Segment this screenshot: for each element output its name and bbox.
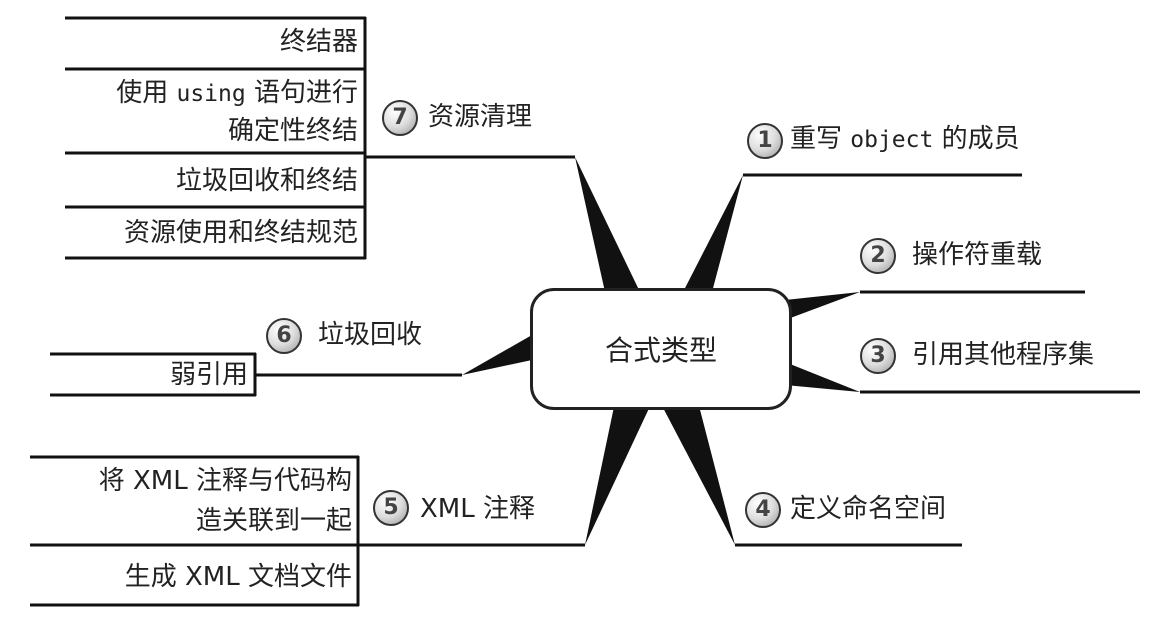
- branch-4-label: 定义命名空间: [790, 494, 947, 524]
- spike-7: [575, 157, 640, 292]
- leaf-7-4: 资源使用和终结规范: [123, 218, 358, 248]
- number-badge-1: 1: [747, 123, 783, 159]
- spike-6: [462, 335, 532, 375]
- leaf-7-3: 垃圾回收和终结: [175, 166, 358, 196]
- leaf-5-2: 生成 XML 文档文件: [124, 562, 352, 592]
- leaf-6-1: 弱引用: [169, 360, 248, 390]
- branch-5-label: XML 注释: [420, 494, 535, 524]
- number-badge-3: 3: [860, 338, 896, 374]
- branch-3-label: 引用其他程序集: [912, 340, 1095, 370]
- central-topic-label: 合式类型: [604, 334, 717, 367]
- leaf-7-1: 终结器: [279, 27, 358, 57]
- number-badge-6: 6: [266, 318, 302, 354]
- branch-6-label: 垃圾回收: [318, 320, 423, 350]
- spike-2: [785, 292, 860, 320]
- leaf-7-2-line-2: 确定性终结: [227, 116, 358, 146]
- branch-2-label: 操作符重载: [912, 240, 1043, 270]
- branch-7-label: 资源清理: [428, 102, 533, 132]
- leaf-7-2-line-1: 使用 using 语句进行: [116, 78, 358, 108]
- branch-1-label: 重写 object 的成员: [790, 124, 1020, 154]
- spike-5: [585, 402, 652, 545]
- leaf-5-1-line-2: 造关联到一起: [195, 506, 352, 536]
- spike-3: [785, 362, 860, 392]
- spike-4: [660, 402, 735, 545]
- leaf-5-1-line-1: 将 XML 注释与代码构: [98, 466, 352, 496]
- number-badge-7: 7: [382, 100, 418, 136]
- spike-1: [683, 175, 743, 292]
- number-badge-2: 2: [860, 238, 896, 274]
- number-badge-4: 4: [745, 492, 781, 528]
- central-topic: 合式类型: [530, 288, 792, 410]
- number-badge-5: 5: [373, 490, 409, 526]
